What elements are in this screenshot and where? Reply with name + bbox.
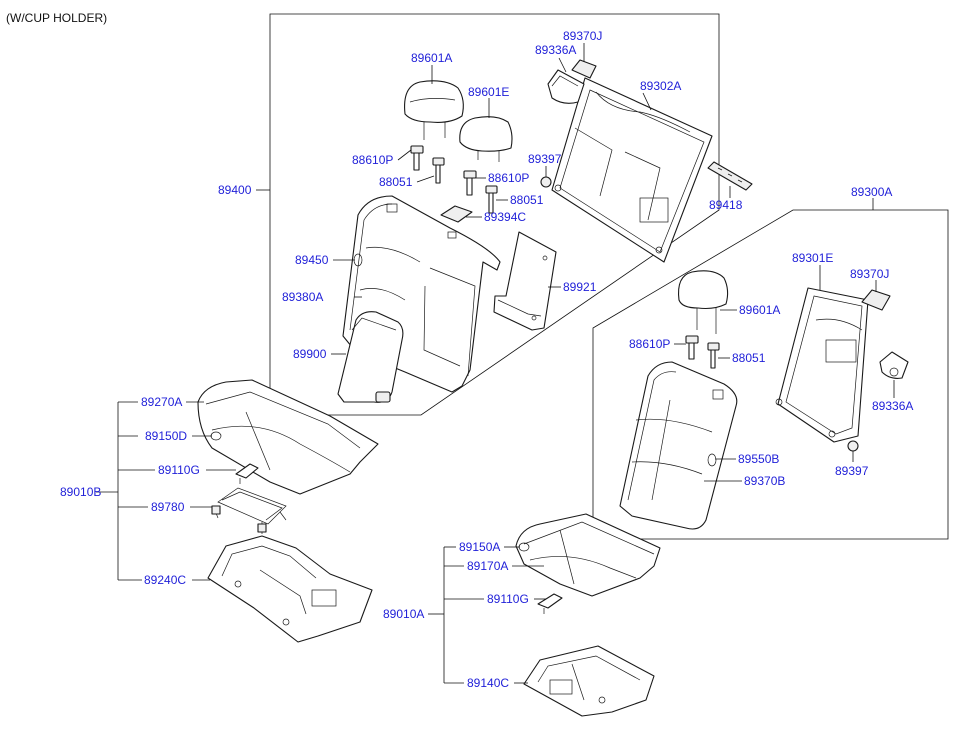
label-89394C: 89394C	[484, 210, 526, 224]
label-89336A-top: 89336A	[535, 43, 576, 57]
label-89450: 89450	[295, 253, 329, 267]
group-outline-89300A	[592, 209, 949, 540]
label-89601E: 89601E	[468, 85, 509, 99]
label-89370J-top: 89370J	[563, 29, 602, 43]
guide-88051-b	[485, 185, 498, 214]
label-88610P-a: 88610P	[352, 153, 393, 167]
tray-89140C	[523, 645, 655, 717]
label-89140C: 89140C	[467, 676, 509, 690]
guide-88051-right	[707, 342, 720, 369]
latch-cover-89370J-top	[571, 59, 597, 79]
variant-note: (W/CUP HOLDER)	[6, 11, 108, 25]
cushion-cover-89170A	[515, 513, 661, 597]
guide-88051-a	[432, 157, 445, 184]
label-89300A: 89300A	[851, 185, 892, 199]
label-89301E: 89301E	[792, 251, 833, 265]
label-89397-top: 89397	[528, 152, 562, 166]
label-88610P-b: 88610P	[488, 171, 529, 185]
clip-89397-top	[540, 176, 552, 188]
label-89900: 89900	[293, 347, 327, 361]
label-89170A: 89170A	[467, 559, 508, 573]
headrest-89601A-right	[677, 270, 729, 334]
label-89370J-right: 89370J	[850, 267, 889, 281]
label-89550B: 89550B	[738, 452, 779, 466]
tray-89240C	[207, 535, 373, 643]
lever-89336A-top	[547, 69, 585, 104]
group-outline-89400	[269, 13, 720, 416]
guide-88610P-b	[463, 170, 477, 196]
label-88051-right: 88051	[732, 351, 766, 365]
label-89601A-right: 89601A	[739, 303, 780, 317]
seatback-cover-89370B	[619, 361, 738, 530]
headrest-89601E	[459, 116, 513, 162]
label-89336A-right: 89336A	[872, 399, 913, 413]
label-89302A: 89302A	[640, 79, 681, 93]
label-89921: 89921	[563, 280, 597, 294]
label-89601A-top: 89601A	[411, 51, 452, 65]
frame-89301E	[775, 287, 869, 443]
guide-88610P-a	[410, 145, 424, 171]
label-89270A: 89270A	[141, 395, 182, 409]
label-88610P-right: 88610P	[629, 337, 670, 351]
label-89010A: 89010A	[383, 607, 424, 621]
guide-88610P-right	[685, 335, 699, 360]
clip-89110G-right	[537, 593, 563, 614]
label-89010B: 89010B	[60, 485, 101, 499]
wire-89780	[211, 487, 287, 534]
label-89150A: 89150A	[459, 540, 500, 554]
bezel-89394C	[440, 205, 473, 223]
label-89370B: 89370B	[744, 474, 785, 488]
label-89400: 89400	[218, 183, 252, 197]
clip-89397-right	[847, 440, 859, 452]
bracket-89418	[707, 161, 753, 191]
label-89110G-left: 89110G	[158, 463, 200, 477]
label-89418: 89418	[709, 198, 743, 212]
label-88051-b: 88051	[510, 193, 544, 207]
label-89780: 89780	[151, 500, 185, 514]
clip-89110G-left	[235, 463, 259, 484]
armrest-89900	[337, 311, 404, 403]
cushion-cover-89270A	[197, 379, 379, 495]
label-89397-right: 89397	[835, 464, 869, 478]
label-89110G-right: 89110G	[487, 592, 529, 606]
label-89380A: 89380A	[282, 290, 323, 304]
headrest-89601A-top	[404, 80, 464, 140]
panel-89921	[493, 231, 557, 331]
label-89150D: 89150D	[145, 429, 187, 443]
frame-89302A	[551, 77, 713, 263]
lever-89336A-right	[879, 351, 909, 379]
label-89240C: 89240C	[144, 573, 186, 587]
latch-cover-89370J-right	[861, 289, 891, 311]
label-88051-a: 88051	[379, 175, 413, 189]
